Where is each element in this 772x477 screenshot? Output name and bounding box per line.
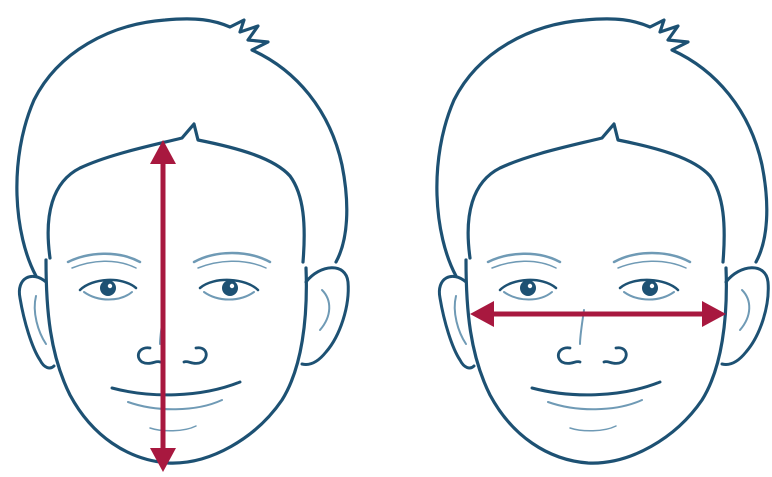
horizontal-measure-arrow [470,301,726,327]
figure-face-width [437,19,768,463]
vertical-measure-arrow [150,140,176,472]
face-drawing-right [437,19,768,463]
face-drawing-left [17,19,348,463]
figure-face-length [17,19,348,472]
